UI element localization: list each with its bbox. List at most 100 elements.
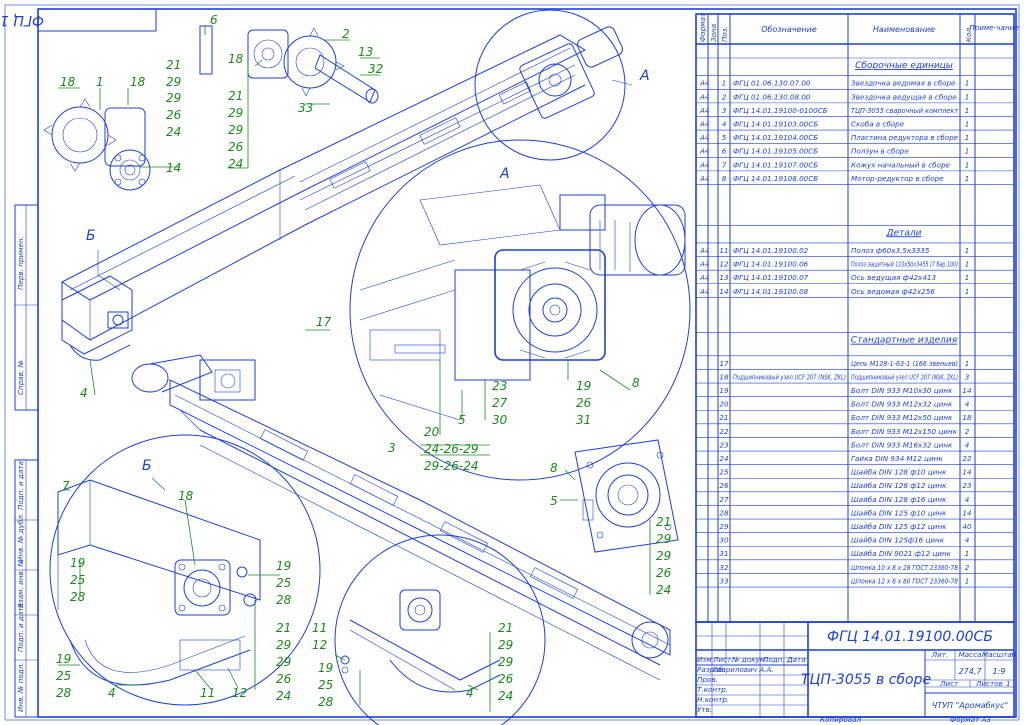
- scale-label: Масштаб: [982, 650, 1017, 659]
- callout-4: 4: [80, 386, 88, 400]
- spec-name: Ось ведущая ф42х413: [851, 273, 936, 282]
- spec-qty: 1: [965, 79, 970, 88]
- callout-18: 18: [130, 75, 146, 89]
- spec-designation: ФГЦ 14.01.19100.08: [733, 287, 809, 296]
- callout-25: 25: [276, 576, 291, 590]
- spec-format: А4: [699, 246, 710, 255]
- callout-24: 24: [498, 689, 513, 703]
- callout-22: 20: [424, 425, 440, 439]
- spec-name: Болт DIN 933 М10х30 цинк: [851, 386, 953, 395]
- spec-designation: ФГЦ 14.01.19100.07: [733, 273, 809, 282]
- spec-name: Звездочка ведущая в сборе: [851, 92, 957, 101]
- specification-table: Формат Зона Поз. Обозначение Наименовани…: [695, 12, 1019, 623]
- upper-conveyor: [61, 34, 587, 361]
- spec-pos: 2: [722, 92, 727, 101]
- callout-29: 29: [228, 106, 243, 120]
- callout-25: 25: [56, 669, 71, 683]
- callout-26: 26: [576, 396, 592, 410]
- sprocket-detail-top: [199, 25, 379, 104]
- spec-pos: 23: [719, 440, 729, 449]
- leader-lines: [58, 25, 651, 712]
- callout-8: 8: [550, 461, 558, 475]
- format-label: Формат А3: [950, 715, 991, 724]
- callouts: 18 1 18 21 29 29 26 24 14 6 18 2 13 32 3…: [56, 13, 672, 709]
- spec-pos: 12: [719, 260, 729, 269]
- callout-28: 28: [70, 590, 86, 604]
- spec-qty: 1: [965, 147, 970, 156]
- spec-pos: 25: [719, 468, 729, 477]
- spec-designation: ФГЦ 01.06.130.08.00: [733, 92, 811, 101]
- callout-29: 29: [498, 655, 513, 669]
- callout-29: 29: [276, 655, 291, 669]
- spec-designation: ФГЦ 01.06.130.07.00: [733, 79, 811, 88]
- spec-qty: 1: [965, 359, 970, 368]
- spec-pos: 19: [719, 386, 729, 395]
- organization: ЧТУП "Аромабкус": [932, 701, 1008, 710]
- spec-pos: 13: [719, 273, 729, 282]
- spec-pos: 27: [719, 495, 729, 504]
- spec-pos: 31: [719, 549, 728, 558]
- view-letter-a: А: [499, 166, 510, 182]
- callout-26: 26: [166, 108, 182, 122]
- side-label: Подп. и дата: [16, 461, 25, 510]
- section-title: Сборочные единицы: [855, 61, 953, 71]
- spec-format: А4: [699, 160, 710, 169]
- callout-6: 6: [210, 13, 218, 27]
- callout-28: 28: [56, 686, 72, 700]
- spec-name: Ползун в сборе: [851, 147, 909, 156]
- spec-name: Шайба DIN 9021 ф12 цинк: [851, 549, 952, 558]
- callout-25: 25: [318, 678, 333, 692]
- callout-4: 4: [466, 686, 474, 700]
- callout-12: 12: [232, 686, 247, 700]
- callout-29: 29: [276, 638, 291, 652]
- callout-19: 19: [276, 559, 291, 573]
- spec-name: Шайба DIN 125ф16 цинк: [851, 536, 945, 545]
- spec-name: Шайба DIN 128 ф12 цинк: [851, 481, 947, 490]
- drawing-name: ТЦП-3055 в сборе: [801, 672, 931, 688]
- callout-24: 24: [166, 125, 181, 139]
- callout-26: 26: [498, 672, 514, 686]
- spec-pos: 5: [722, 133, 727, 142]
- spec-designation: ФГЦ 14.01.19100.06: [733, 260, 809, 269]
- spec-designation: ФГЦ 14.01.19103.00СБ: [733, 119, 818, 128]
- spec-format: А4: [699, 287, 710, 296]
- callout-14: 14: [166, 161, 181, 175]
- spec-qty: 1: [965, 273, 970, 282]
- callout-25: 25: [70, 573, 85, 587]
- spec-name: Цепь М128-1-63-1 (166 звеньев): [851, 359, 958, 368]
- spec-qty: 14: [962, 386, 972, 395]
- spec-pos: 3: [722, 106, 727, 115]
- drawing-code: ФГЦ 14.01.19100.00СБ: [827, 629, 993, 645]
- side-label: Инв. № дубл.: [16, 513, 25, 562]
- spec-name: Пластина редуктора в сборе: [851, 133, 959, 142]
- spec-format: А4: [699, 119, 710, 128]
- callout-2: 2: [342, 27, 350, 41]
- developer-name: Гаврилович А.А.: [713, 665, 774, 674]
- callout-18: 18: [60, 75, 76, 89]
- spec-qty: 1: [965, 133, 970, 142]
- spec-name: Шайба DIN 125 ф10 цинк: [851, 508, 947, 517]
- side-label: Справ. №: [16, 360, 25, 395]
- callout-8: 8: [632, 376, 640, 390]
- callout-19: 19: [318, 661, 333, 675]
- spec-pos: 30: [719, 536, 729, 545]
- role-label: Лист: [712, 655, 732, 664]
- col-header-name: Наименование: [873, 25, 935, 34]
- copied-label: Копировал: [820, 715, 861, 724]
- spec-designation: ФГЦ 14.01.19104.00СБ: [733, 133, 818, 142]
- spec-designation: Подшипниковый узел UCF 207 (NSK, ZKL): [733, 372, 846, 381]
- callout-26: 26: [228, 140, 244, 154]
- spec-pos: 6: [722, 147, 727, 156]
- spec-name: Скоба в сборе: [851, 119, 905, 128]
- spec-name: Ось ведомая ф42х256: [851, 287, 935, 296]
- role-label: Н.контр.: [697, 695, 729, 704]
- spec-qty: 1: [965, 92, 970, 101]
- callout-3: 3: [388, 441, 396, 455]
- spec-qty: 1: [965, 260, 970, 269]
- spec-name: Звездочка ведомая в сборе: [851, 79, 956, 88]
- spec-format: А4: [699, 174, 710, 183]
- spec-pos: 32: [719, 563, 729, 572]
- spec-name: Гайка DIN 934 М12 цинк: [851, 454, 943, 463]
- callout-5: 5: [458, 413, 466, 427]
